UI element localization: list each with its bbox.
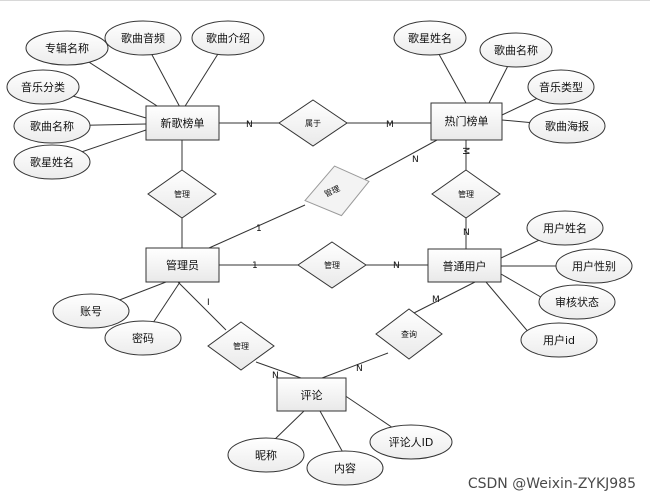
attr-hot-song-poster: 歌曲海报 (528, 108, 606, 144)
relation-manage-comment: 管理 (207, 321, 275, 371)
relation-manage-user: 管理 (297, 241, 367, 289)
edge-admin-ghost (208, 204, 306, 249)
relation-label: 属于 (305, 119, 321, 128)
svg-text:账号: 账号 (80, 305, 102, 318)
edge-comment-commenter (343, 394, 397, 431)
cardinality-hot-manage: M (460, 147, 470, 155)
attr-new-song-audio: 歌曲音频 (104, 20, 182, 56)
cardinality-ghost-hot: N (412, 155, 419, 165)
cardinality-belongs-hot: M (386, 120, 394, 130)
relation-label: 管理 (324, 260, 340, 270)
svg-text:昵称: 昵称 (255, 448, 277, 462)
svg-text:歌星姓名: 歌星姓名 (30, 155, 74, 169)
page-top-border (0, 0, 650, 9)
attr-comment-content: 内容 (306, 450, 384, 486)
entity-label: 新歌榜单 (161, 116, 205, 130)
entity-hot-chart: 热门榜单 (430, 102, 503, 141)
edge-manage3-comment (255, 361, 302, 379)
connectors (42, 37, 568, 459)
attr-new-song-name: 歌曲名称 (13, 108, 91, 144)
relation-manage-new-chart: 管理 (147, 169, 217, 219)
entity-admin: 管理员 (145, 247, 220, 283)
entity-new-chart: 新歌榜单 (145, 105, 220, 141)
attr-new-album-name: 专辑名称 (25, 30, 109, 66)
entity-label: 评论 (301, 388, 323, 402)
attr-admin-password: 密码 (104, 320, 182, 356)
entity-label: 热门榜单 (445, 114, 489, 128)
cardinality-labels: N M M N 1 N 1 N I N N M (207, 120, 470, 381)
cardinality-new-belongs: N (246, 120, 253, 130)
svg-text:音乐分类: 音乐分类 (21, 80, 65, 94)
relation-belongs: 属于 (278, 99, 348, 147)
svg-text:歌曲名称: 歌曲名称 (494, 43, 538, 57)
svg-text:评论人ID: 评论人ID (389, 435, 434, 449)
entity-user: 普通用户 (427, 248, 502, 283)
attr-comment-commenter-id: 评论人ID (369, 424, 453, 460)
relation-label: 管理 (233, 341, 249, 351)
attr-hot-singer-name: 歌星姓名 (393, 20, 467, 56)
edge-admin-manage3 (177, 281, 227, 331)
svg-text:用户姓名: 用户姓名 (543, 221, 587, 235)
attr-admin-account: 账号 (52, 293, 130, 329)
attr-hot-music-type: 音乐类型 (527, 69, 595, 105)
svg-text:歌曲音频: 歌曲音频 (121, 31, 165, 45)
edge-comment-query (321, 352, 389, 379)
cardinality-admin-user: 1 (252, 261, 258, 271)
cardinality-manage-user: N (463, 228, 470, 238)
cardinality-comment-query: N (356, 364, 363, 374)
svg-text:密码: 密码 (132, 331, 154, 345)
attr-new-music-category: 音乐分类 (6, 69, 80, 105)
attr-user-gender: 用户性别 (555, 248, 633, 284)
attr-new-song-intro: 歌曲介绍 (191, 20, 265, 56)
cardinality-user-admin: N (393, 261, 400, 271)
relation-label: 管理 (458, 189, 474, 199)
svg-text:内容: 内容 (334, 461, 356, 475)
attr-user-id: 用户id (520, 322, 598, 358)
relation-manage-ghost: 管理 (304, 165, 370, 217)
entity-comment: 评论 (276, 377, 347, 412)
attr-hot-song-name: 歌曲名称 (479, 32, 553, 68)
watermark: CSDN @Weixin-ZYKJ985 (467, 476, 636, 492)
cardinality-admin-ghost: 1 (256, 224, 262, 234)
svg-text:歌曲海报: 歌曲海报 (545, 119, 589, 133)
svg-text:审核状态: 审核状态 (555, 295, 599, 309)
svg-text:歌星姓名: 歌星姓名 (408, 31, 452, 45)
svg-text:用户id: 用户id (543, 333, 575, 347)
svg-text:专辑名称: 专辑名称 (45, 41, 89, 55)
relation-label: 查询 (401, 329, 417, 339)
cardinality-admin-comment: I (207, 298, 210, 308)
attr-user-review-status: 审核状态 (538, 284, 616, 320)
edge-user-id (485, 281, 531, 335)
svg-text:歌曲名称: 歌曲名称 (30, 119, 74, 133)
attr-comment-nickname: 昵称 (227, 437, 305, 473)
edge-ghost-hot (359, 139, 438, 183)
svg-text:音乐类型: 音乐类型 (539, 80, 583, 94)
edge-query-user (409, 281, 476, 316)
svg-text:歌曲介绍: 歌曲介绍 (206, 31, 250, 45)
cardinality-comment-manage: N (272, 371, 279, 381)
svg-text:用户性别: 用户性别 (572, 259, 616, 273)
entity-label: 普通用户 (443, 259, 487, 273)
edge-comment-nick (271, 410, 305, 443)
attr-user-name: 用户姓名 (526, 210, 604, 246)
relation-manage-hot-chart: 管理 (431, 169, 501, 219)
entity-label: 管理员 (166, 258, 199, 272)
attr-new-singer-name: 歌星姓名 (13, 144, 91, 180)
relation-query: 查询 (375, 308, 443, 360)
edge-user-status (500, 273, 547, 301)
cardinality-query-user: M (432, 295, 440, 305)
edge-comment-content (319, 410, 347, 459)
relation-label: 管理 (174, 189, 190, 199)
